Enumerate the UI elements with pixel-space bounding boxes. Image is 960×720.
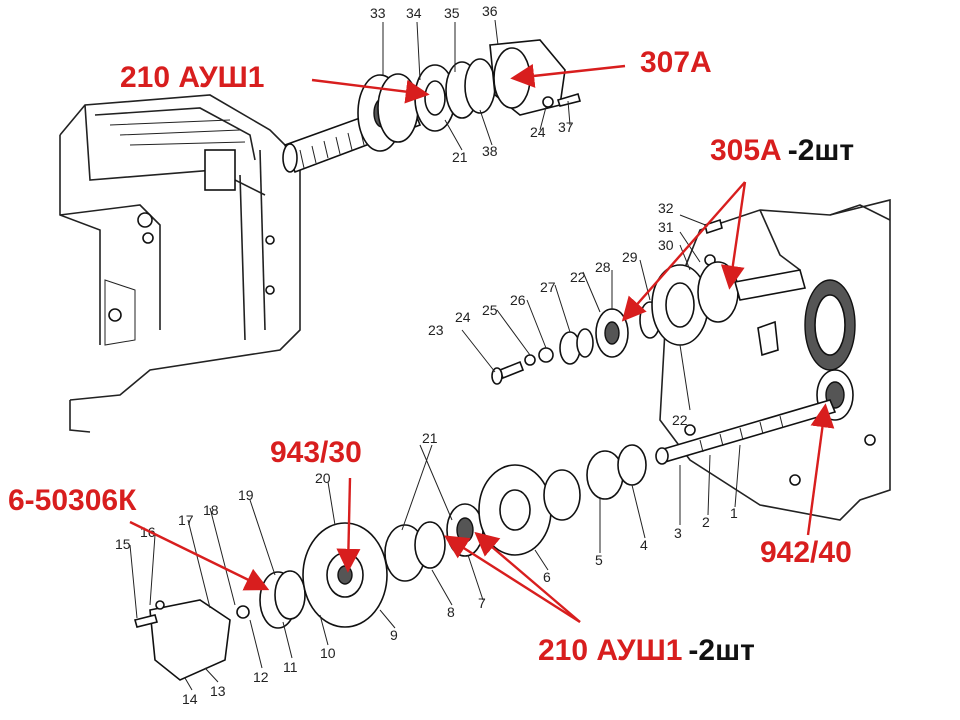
label-bottom: 210 АУШ1-2шт bbox=[538, 634, 755, 667]
part-number: 17 bbox=[178, 512, 194, 528]
part-number: 36 bbox=[482, 3, 498, 19]
bottom-shaft-assembly bbox=[134, 399, 837, 681]
part-number: 21 bbox=[452, 149, 468, 165]
part-number: 19 bbox=[238, 487, 254, 503]
part-number: 2 bbox=[702, 514, 710, 530]
label-top-bearing: 210 АУШ1 bbox=[120, 61, 264, 94]
part-number: 3 bbox=[674, 525, 682, 541]
part-number: 20 bbox=[315, 470, 331, 486]
label-mid-right-code: 305А bbox=[710, 134, 782, 167]
part-number: 7 bbox=[478, 595, 486, 611]
part-number: 26 bbox=[510, 292, 526, 308]
part-number: 28 bbox=[595, 259, 611, 275]
part-number: 1 bbox=[730, 505, 738, 521]
label-bottom-code: 210 АУШ1 bbox=[538, 634, 682, 667]
part-number: 31 bbox=[658, 219, 674, 235]
label-top-right: 307А bbox=[640, 46, 712, 79]
part-number: 38 bbox=[482, 143, 498, 159]
label-center-seal: 943/30 bbox=[270, 436, 362, 469]
part-number: 23 bbox=[428, 322, 444, 338]
left-housing bbox=[59, 94, 301, 433]
label-right-seal: 942/40 bbox=[760, 536, 852, 569]
part-number: 24 bbox=[455, 309, 471, 325]
part-number: 27 bbox=[540, 279, 556, 295]
annotation-labels: 210 АУШ1 307А 305А-2шт 943/30 6-50306К 9… bbox=[8, 46, 854, 667]
part-number: 8 bbox=[447, 604, 455, 620]
part-number: 4 bbox=[640, 537, 648, 553]
part-number: 37 bbox=[558, 119, 574, 135]
annotation-arrows bbox=[129, 63, 835, 624]
part-number: 33 bbox=[370, 5, 386, 21]
label-bottom-qty: -2шт bbox=[688, 634, 754, 667]
part-number: 5 bbox=[595, 552, 603, 568]
part-number: 22 bbox=[570, 269, 586, 285]
part-number: 34 bbox=[406, 5, 422, 21]
right-housing bbox=[659, 198, 891, 521]
part-number: 14 bbox=[182, 691, 198, 707]
top-shaft-assembly bbox=[282, 39, 581, 174]
part-number: 22 bbox=[672, 412, 688, 428]
part-number: 12 bbox=[253, 669, 269, 685]
label-mid-right-qty: -2шт bbox=[788, 134, 854, 167]
part-number: 15 bbox=[115, 536, 131, 552]
leader-lines bbox=[129, 19, 741, 691]
part-number: 25 bbox=[482, 302, 498, 318]
part-number: 9 bbox=[390, 627, 398, 643]
part-number: 29 bbox=[622, 249, 638, 265]
part-number: 18 bbox=[203, 502, 219, 518]
label-left-seal: 6-50306К bbox=[8, 484, 137, 517]
part-number: 21 bbox=[422, 430, 438, 446]
part-number: 11 bbox=[283, 659, 298, 675]
middle-shaft-assembly bbox=[491, 218, 807, 385]
part-number: 13 bbox=[210, 683, 226, 699]
part-number: 35 bbox=[444, 5, 460, 21]
part-number: 32 bbox=[658, 200, 674, 216]
part-number: 6 bbox=[543, 569, 551, 585]
part-number: 10 bbox=[320, 645, 336, 661]
label-mid-right: 305А-2шт bbox=[710, 134, 854, 167]
part-number: 30 bbox=[658, 237, 674, 253]
part-number: 24 bbox=[530, 124, 546, 140]
